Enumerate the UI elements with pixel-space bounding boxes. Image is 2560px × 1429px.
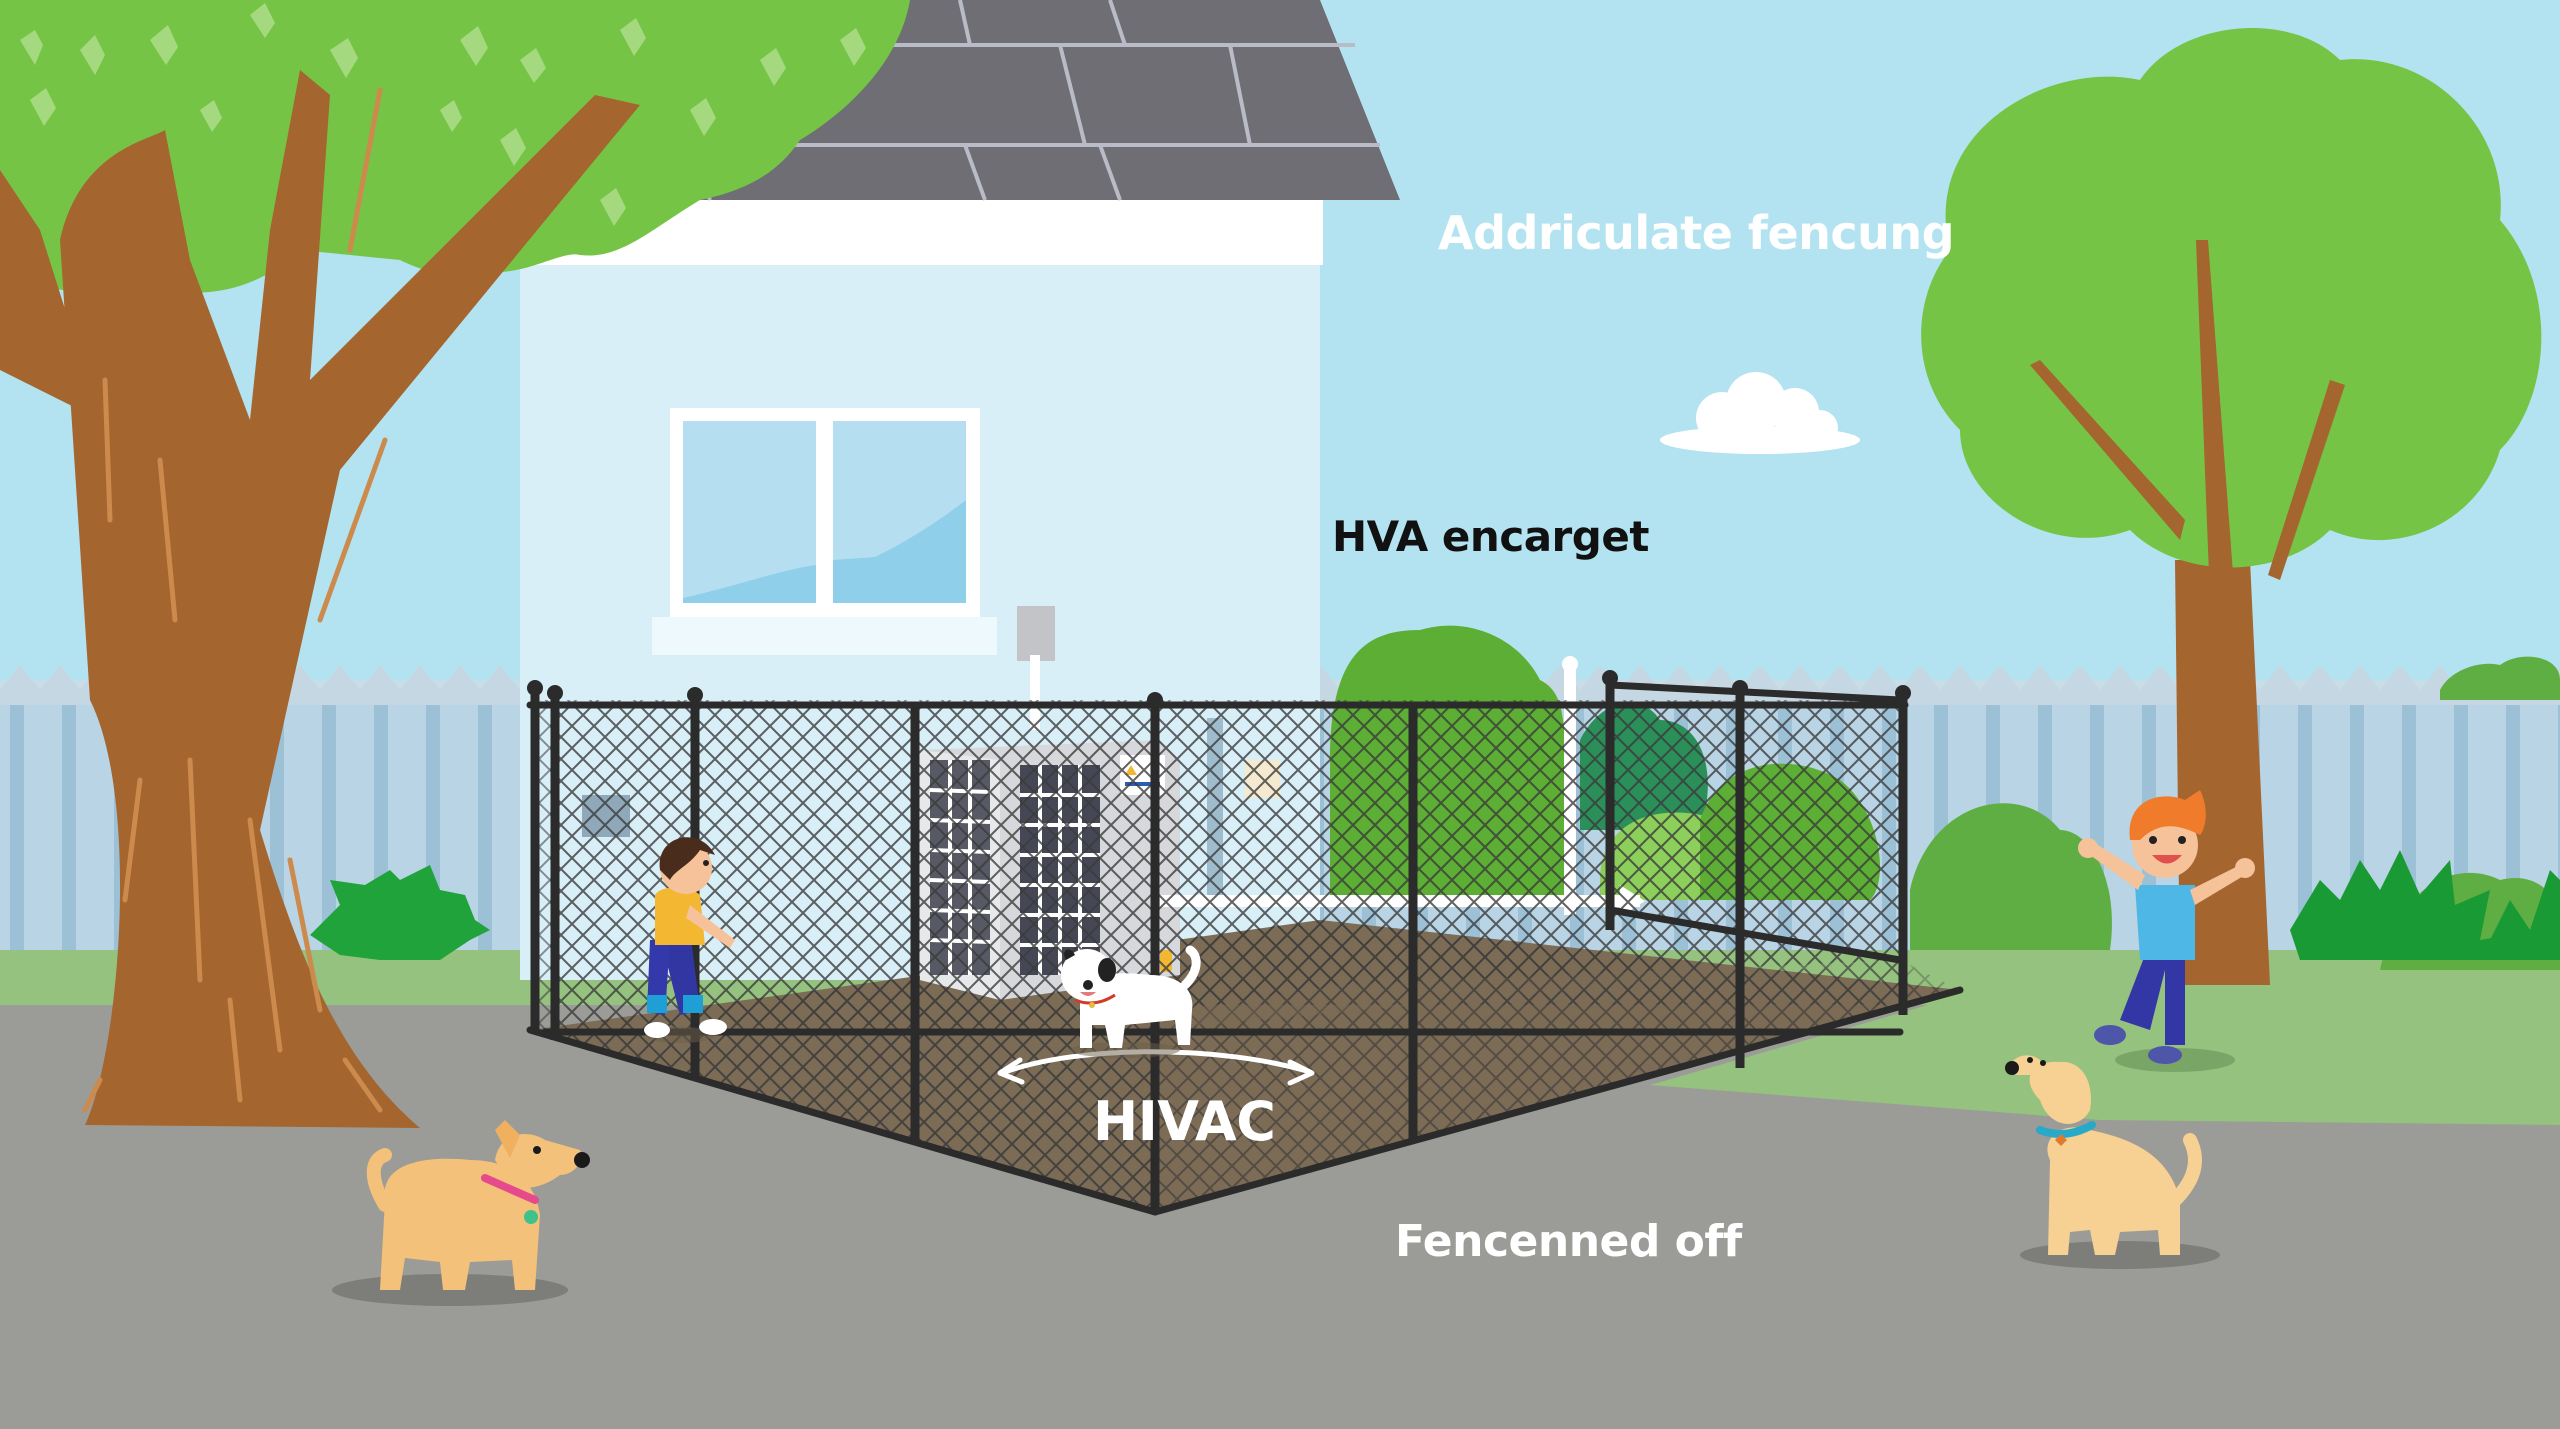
pavement xyxy=(0,1005,2560,1429)
white-dog xyxy=(1061,945,1201,1058)
shrub-right xyxy=(2290,850,2560,960)
caption-hvac-unit: HIVAC xyxy=(1093,1090,1276,1153)
child-inside-fence xyxy=(644,837,735,1043)
child-waving xyxy=(2078,790,2255,1072)
window xyxy=(652,408,997,655)
caption-fenced-area: Fencenned off xyxy=(1395,1216,1742,1267)
right-dog xyxy=(2005,1055,2220,1269)
left-tree xyxy=(0,0,910,1128)
left-dog xyxy=(332,1120,590,1306)
cloud-icon xyxy=(1660,372,1860,454)
right-tree xyxy=(1921,27,2542,985)
caption-top-right: Addriculate fencung xyxy=(1438,206,1955,260)
caption-hvac-target: HVA encarget xyxy=(1332,512,1649,561)
shrub-left xyxy=(310,865,490,960)
chain-link-fence[interactable] xyxy=(526,670,1964,1216)
